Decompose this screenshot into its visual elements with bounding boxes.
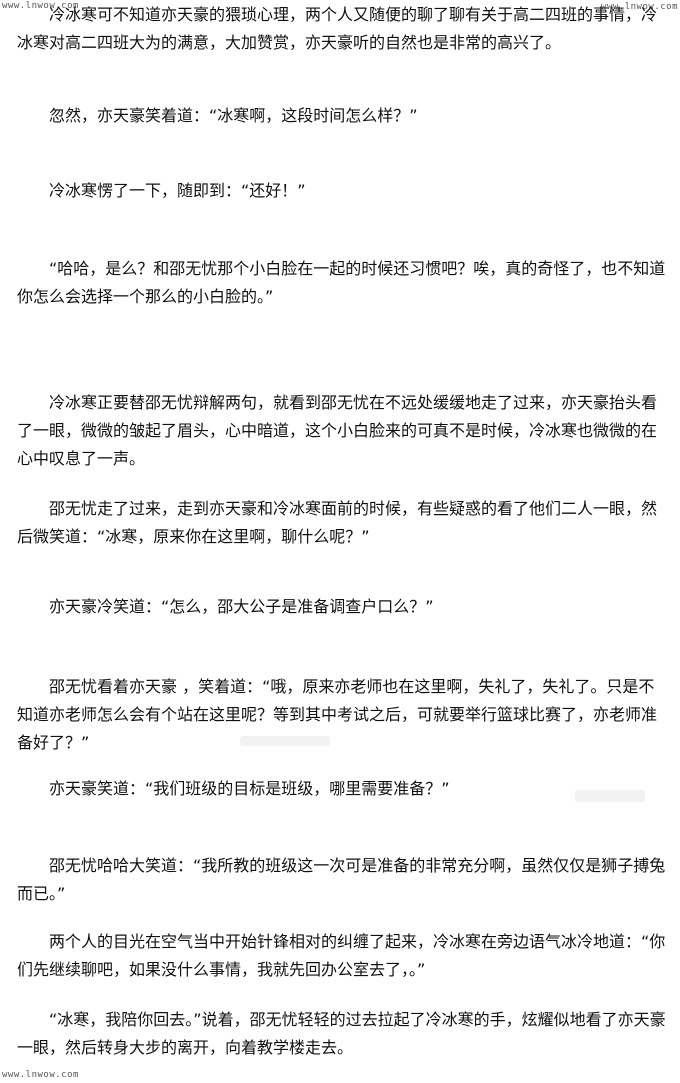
watermark-top-left: www.lnwow.com xyxy=(2,1,79,11)
paragraph-7: 亦天豪冷笑道：“怎么，邵大公子是准备调查户口么？” xyxy=(49,597,434,616)
watermark-top-right: www.lnwow.com xyxy=(601,2,678,12)
paragraph-3: 冷冰寒愣了一下，随即到：“还好！” xyxy=(49,181,306,200)
paragraph-2: 忽然，亦天豪笑着道：“冰寒啊，这段时间怎么样？” xyxy=(49,106,418,125)
paragraph-4: “哈哈，是么？和邵无忧那个小白脸在一起的时候还习惯吧？唉，真的奇怪了，也不知道你… xyxy=(17,259,666,306)
scan-smudge xyxy=(240,736,330,746)
paragraph-1: 冷冰寒可不知道亦天豪的猥琐心理，两个人又随便的聊了聊有关于高二四班的事情，冷冰寒… xyxy=(17,5,658,52)
paragraph-6: 邵无忧走了过来，走到亦天豪和冷冰寒面前的时候，有些疑惑的看了他们二人一眼，然后微… xyxy=(17,499,658,546)
paragraph-10: 邵无忧哈哈大笑道：“我所教的班级这一次可是准备的非常充分啊，虽然仅仅是狮子搏兔而… xyxy=(17,856,666,903)
paragraph-5: 冷冰寒正要替邵无忧辩解两句，就看到邵无忧在不远处缓缓地走了过来，亦天豪抬头看了一… xyxy=(17,393,658,468)
watermark-bottom-left: www.lnwow.com xyxy=(2,1070,79,1080)
paragraph-9: 亦天豪笑道：“我们班级的目标是班级，哪里需要准备？” xyxy=(49,779,450,798)
paragraph-8: 邵无忧看着亦天豪 ，笑着道：“哦，原来亦老师也在这里啊，失礼了，失礼了。只是不知… xyxy=(17,677,658,752)
scan-smudge xyxy=(575,790,645,802)
paragraph-12: “冰寒，我陪你回去。”说着，邵无忧轻轻的过去拉起了冷冰寒的手，炫耀似地看了亦天豪… xyxy=(17,1010,666,1057)
paragraph-11: 两个人的目光在空气当中开始针锋相对的纠缠了起来，冷冰寒在旁边语气冰冷地道：“你们… xyxy=(17,932,666,979)
